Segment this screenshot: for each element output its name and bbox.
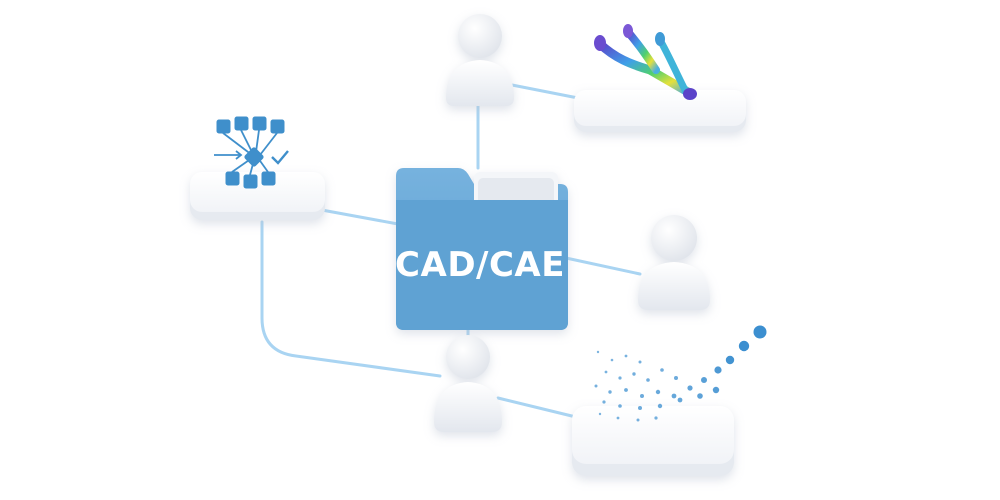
data-stream-platform [572,406,734,476]
data-particle [624,354,628,358]
data-particle [616,416,620,420]
connector-folder-to-right-user [564,256,642,276]
data-particle [738,340,750,352]
data-particle [604,370,608,374]
data-particle [594,384,598,388]
user-bottom [434,335,502,432]
data-particle [638,360,642,364]
user-right [638,215,710,310]
data-particle [660,368,664,372]
folder-label: CAD/CAE [395,245,565,285]
data-particle [596,350,600,354]
data-particle [655,389,661,395]
connector-bottom-user-to-data-platform [496,396,582,420]
user-top [446,14,514,106]
data-particle [677,397,683,403]
data-particle [725,355,735,365]
data-particle [610,358,614,362]
data-particle [701,377,707,383]
connector-network-platform-down [260,220,442,378]
data-particle [654,416,658,420]
data-particle [618,404,622,408]
network-schema-platform [190,172,325,220]
connector-top-user-to-sim-platform [510,83,580,100]
simulation-model-platform [574,90,746,132]
data-particle [598,412,602,416]
data-particle [714,366,722,374]
data-particles-icon [594,325,767,422]
data-particle [712,386,720,394]
cad-cae-folder: CAD/CAE [395,168,568,330]
data-particle [608,390,612,394]
data-particle [636,418,640,422]
data-particle [657,403,663,409]
data-particle [687,385,693,391]
data-particle [618,376,622,380]
network-hub-icon [214,116,289,189]
data-particle [638,406,642,410]
data-particle [753,325,767,339]
data-particle [671,393,677,399]
data-particle [602,400,606,404]
fea-bracket-model-icon [594,24,697,100]
data-particle [697,393,703,399]
data-particle [632,372,636,376]
data-particle [674,376,678,380]
data-particle [640,394,644,398]
data-particle [624,388,628,392]
data-particle [646,378,650,382]
